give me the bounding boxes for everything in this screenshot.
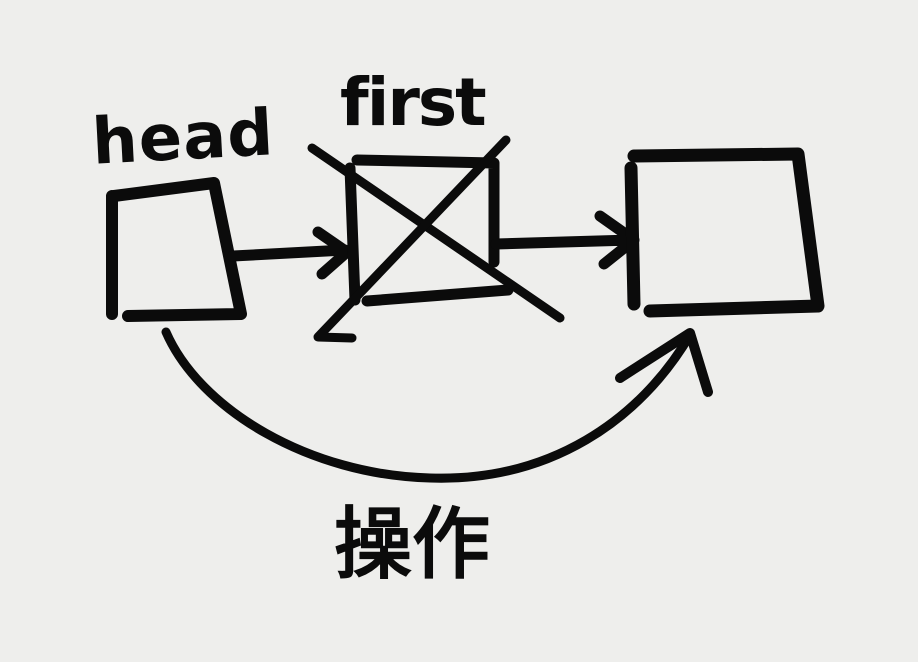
arrow-first-to-next bbox=[490, 210, 640, 270]
arrow-head-to-first bbox=[227, 226, 353, 280]
first-label: first bbox=[340, 64, 487, 141]
curved-arrow-tip bbox=[615, 328, 713, 397]
head-node-box bbox=[106, 177, 247, 322]
first-node-box bbox=[344, 154, 514, 307]
operation-label: 操作 bbox=[334, 500, 491, 590]
curved-arrow-head-to-next bbox=[161, 327, 695, 483]
first-node-cross-line-1 bbox=[307, 143, 565, 323]
first-node-cross-line-2 bbox=[313, 135, 511, 343]
next-node-box bbox=[624, 147, 825, 318]
head-label: head bbox=[90, 96, 276, 180]
